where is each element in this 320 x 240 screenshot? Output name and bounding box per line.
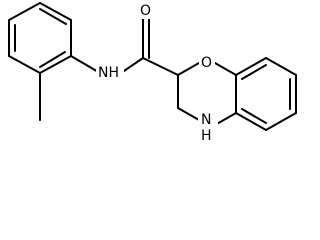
aryl-nitrogen-bond	[70, 55, 101, 74]
bond	[177, 107, 200, 121]
bond	[177, 62, 200, 76]
benzo-ring	[235, 57, 297, 131]
heterocyclic-ring	[177, 62, 237, 126]
amide-oxygen-label: O	[140, 3, 151, 19]
bond	[235, 57, 267, 76]
nitrogen-carbonyl-bond	[120, 57, 144, 74]
ring-nitrogen-label: N	[201, 112, 211, 128]
aromatic-double-bond	[241, 64, 267, 80]
bond	[39, 2, 72, 21]
tolyl-ring	[8, 2, 72, 74]
bond	[214, 62, 237, 76]
bond	[265, 57, 297, 76]
amide-nh-label-group: NH	[96, 64, 124, 82]
amide-nitrogen-label: NH	[98, 65, 119, 81]
aromatic-double-bond	[241, 108, 267, 124]
chemical-structure-diagram: O NH O N H	[8, 2, 297, 144]
aromatic-double-bond	[39, 8, 67, 25]
amide-oxygen-label-group: O	[138, 3, 154, 19]
aromatic-double-bond	[39, 51, 66, 68]
ring-oxygen-label: O	[201, 55, 212, 71]
bond	[235, 112, 267, 131]
bond	[265, 112, 297, 131]
ring-oxygen-label-group: O	[199, 55, 215, 71]
bond	[8, 55, 41, 74]
bond	[214, 112, 237, 126]
ring-nitrogen-label-group: N H	[198, 112, 218, 144]
carbonyl-ring-bond	[142, 57, 179, 76]
ring-hydrogen-label: H	[201, 128, 212, 144]
bond	[39, 55, 72, 74]
bond	[8, 2, 41, 21]
